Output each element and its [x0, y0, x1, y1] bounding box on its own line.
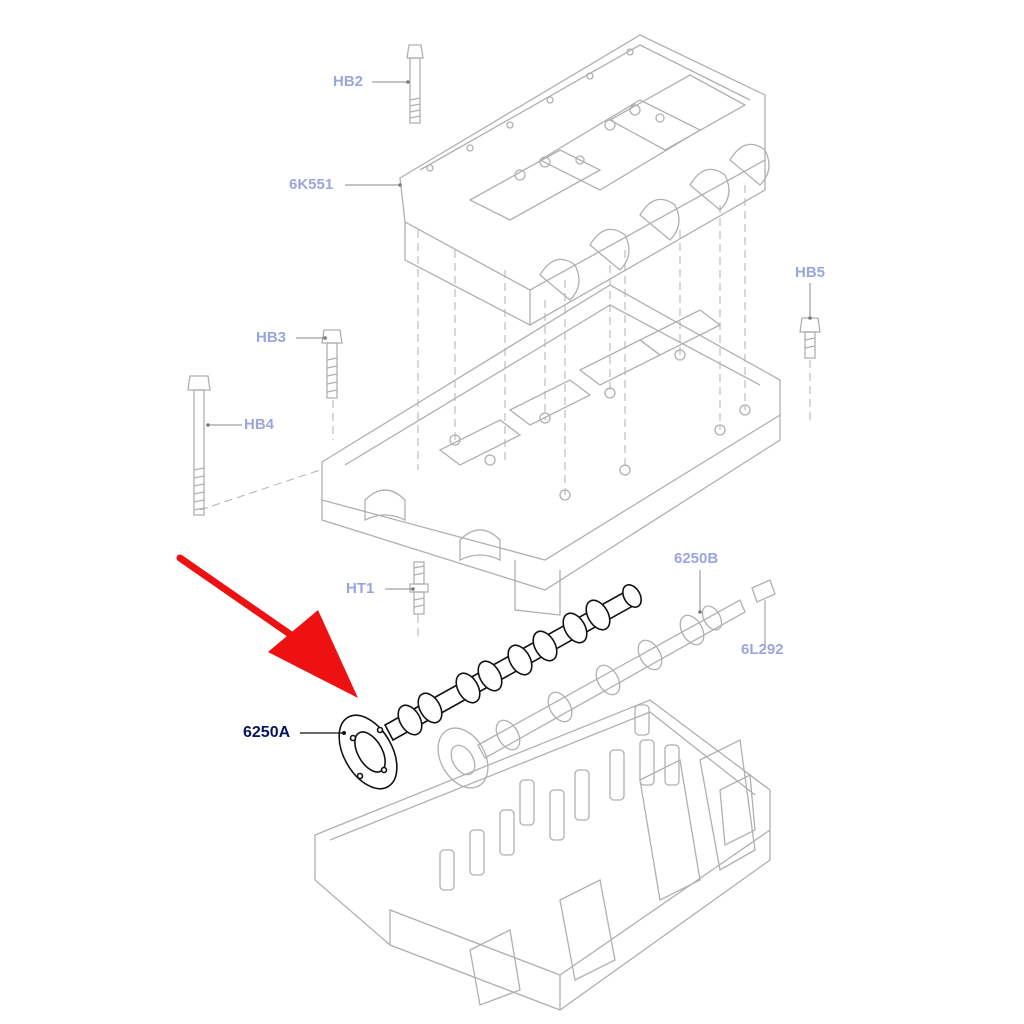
callout-hb3: HB3 [256, 329, 287, 346]
bolt-hb2 [406, 44, 424, 124]
bolt-hb5 [799, 317, 821, 359]
cylinder-head [314, 699, 771, 1011]
leader-lines [208, 81, 811, 650]
callout-6250a: 6250A [243, 724, 291, 741]
callout-6k551: 6K551 [289, 176, 334, 193]
leader-dots [206, 80, 812, 735]
bolt-hb4 [187, 375, 211, 516]
callout-ht1: HT1 [346, 580, 375, 597]
camshaft-6250a [338, 584, 642, 790]
callout-hb4: HB4 [244, 416, 275, 433]
camshaft-6250b [437, 599, 746, 789]
plug-6l292 [751, 579, 776, 640]
callout-6250b: 6250B [674, 550, 719, 567]
callout-hb2: HB2 [333, 73, 364, 90]
bolt-hb3 [321, 329, 343, 399]
alignment-lines [199, 185, 811, 640]
callout-hb5: HB5 [795, 264, 826, 281]
red-arrow-indicator [176, 554, 358, 698]
callout-6l292: 6L292 [741, 641, 784, 658]
camshaft-carrier-6k551 [399, 34, 770, 326]
